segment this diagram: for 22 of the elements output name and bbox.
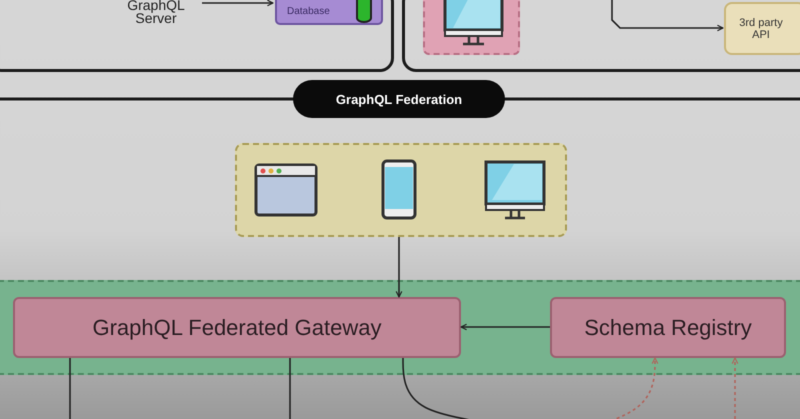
monitor-icon — [484, 160, 546, 221]
section-label: GraphQL Federation — [293, 80, 505, 118]
registry-box: Schema Registry — [550, 297, 786, 358]
api-box: 3rd party API — [724, 2, 800, 55]
clients-group — [235, 143, 567, 237]
federation-band — [0, 280, 800, 375]
server-panel — [0, 0, 394, 72]
database-box: Database — [275, 0, 383, 25]
arrow — [611, 0, 724, 32]
phone-icon — [381, 159, 417, 220]
arrow — [202, 0, 274, 6]
client-panel — [402, 0, 800, 72]
browser-window-icon — [254, 163, 318, 217]
monitor-icon — [423, 0, 520, 55]
connector-line — [69, 358, 71, 419]
server-label: GraphQL Server — [110, 0, 202, 26]
dashed-arrow — [732, 357, 738, 419]
connector-line — [402, 358, 470, 419]
arrow — [460, 324, 550, 330]
connector-line — [289, 358, 291, 419]
gateway-box: GraphQL Federated Gateway — [13, 297, 461, 358]
arrow — [396, 237, 402, 298]
